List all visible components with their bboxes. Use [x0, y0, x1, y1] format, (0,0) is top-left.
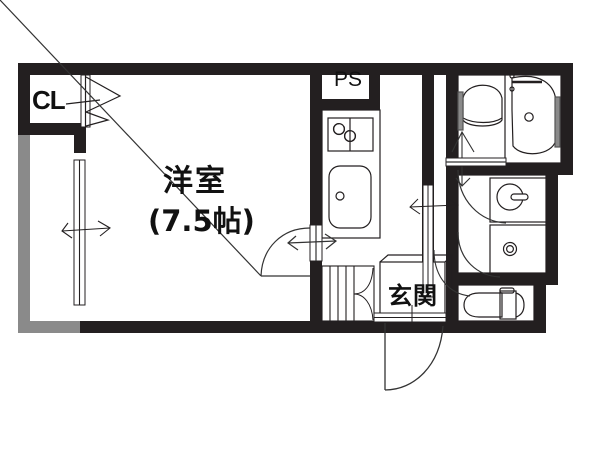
balcony-wall	[18, 128, 86, 333]
pipe-shaft-label: PS	[334, 68, 363, 91]
corridor-sliding-door[interactable]	[409, 184, 459, 298]
toilet-unit	[457, 284, 535, 322]
balcony-sliding-window[interactable]	[61, 159, 111, 306]
room-entry-door[interactable]	[0, 0, 338, 277]
two-burner-stove	[327, 117, 374, 152]
genkan-entry-door[interactable]	[384, 323, 444, 391]
closet-label: CL	[32, 85, 66, 115]
bath-vanity-counter	[509, 73, 561, 155]
washbasin	[489, 177, 547, 223]
closet-folding-door[interactable]	[65, 74, 122, 128]
washroom-door[interactable]	[433, 231, 501, 297]
kitchen-sink	[328, 165, 372, 229]
entrance-label: 玄関	[388, 282, 438, 310]
unit-bath	[457, 73, 562, 184]
shoe-box	[321, 265, 375, 322]
washroom	[457, 174, 547, 274]
bath-door[interactable]	[445, 130, 507, 224]
main-room-size-label: (7.5帖)	[148, 204, 255, 238]
hall-sliding-door[interactable]	[373, 305, 447, 332]
kitchen	[321, 109, 381, 239]
washing-machine-space	[489, 224, 547, 274]
main-room-label: 洋室	[163, 164, 227, 199]
